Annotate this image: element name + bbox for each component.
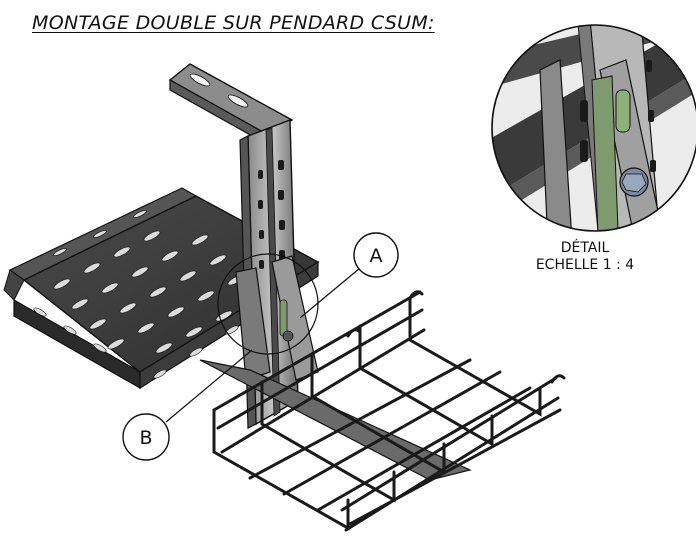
detail-view	[491, 24, 696, 232]
clamp-assembly	[199, 255, 472, 481]
detail-caption: DÉTAIL ECHELLE 1 : 4	[520, 240, 650, 274]
detail-boundary-circle	[217, 253, 319, 355]
callout-a-label: A	[370, 245, 383, 267]
wire-mesh-tray	[212, 290, 566, 532]
callout-a: A	[299, 232, 399, 319]
callout-b: B	[122, 349, 253, 461]
drawing-title: MONTAGE DOUBLE SUR PENDARD CSUM:	[32, 12, 435, 34]
detail-caption-title: DÉTAIL	[560, 240, 610, 256]
detail-caption-scale: ECHELLE 1 : 4	[535, 257, 635, 273]
callout-b-label: B	[139, 427, 152, 449]
